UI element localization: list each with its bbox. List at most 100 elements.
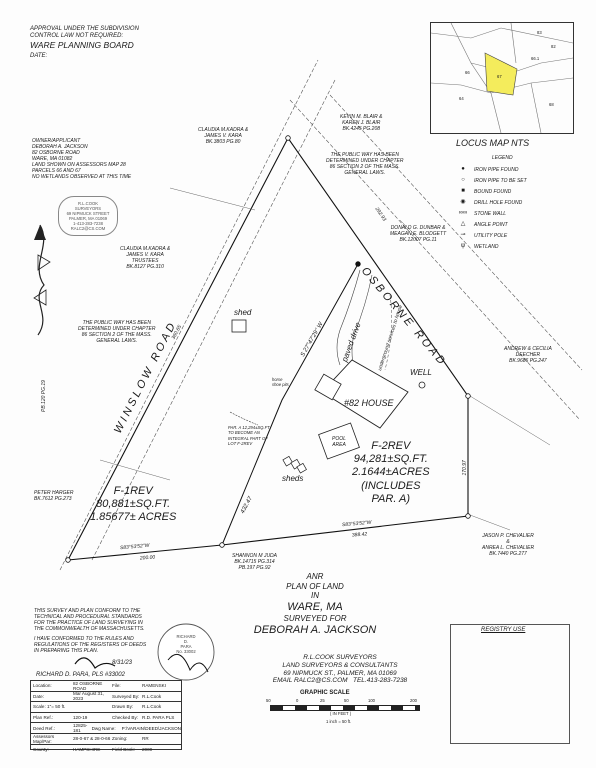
approval-date-label: DATE: [30,53,48,59]
abutter-name: SHANNON M JUDA [232,553,278,559]
stamp-line: SURVEYORS [74,206,102,212]
owner-note-line: LAND SHOWN ON ASSESSORS MAP 28 [32,162,126,168]
abutter-7: SHANNON M JUDA BK.14715 PG.314 PB.197 PG… [232,553,277,571]
abutter-ref: PB.197 PG.92 [238,565,271,571]
company-contact: EMAIL RALC2@CS.COM TEL.413-283-7238 [250,677,430,685]
stamp-line: PALMER, MA 01069 [68,216,108,222]
north-arrow [33,224,51,336]
cert-line: TECHNICAL AND PROCEDURAL STANDARDS [34,614,142,620]
approval-line-2: CONTROL LAW NOT REQUIRED: [30,33,124,39]
town-label: WARE, MA [287,600,343,613]
company-stamp-text: R.L.COOK SURVEYORS 69 NIPMUCK STREET PAL… [59,201,117,231]
scale-unit: ( IN FEET ) [330,711,352,716]
abutter-name: CLAUDIA M.KADRA & [198,127,249,133]
info-key: Location: [33,683,52,689]
dim-right-dist: 170.97 [461,460,468,476]
surveyor-name: RICHARD D. PARA, PLS #33002 [36,672,125,678]
in-label: IN [311,591,319,601]
legend-label: UTILITY POLE [474,232,508,239]
owner-notes: OWNER/APPLICANT DEBORAH A. JACKSON 82 OS… [32,138,182,180]
company-block: R.L.COOK SURVEYORS LAND SURVEYORS & CONS… [250,654,430,685]
planning-board-title: WARE PLANNING BOARD [30,40,134,50]
lot-f1: F-1REV 80,881±SQ.FT. 1.85677± ACRES [90,485,176,525]
abutter-name2: MEAGAN E. BLODGETT [390,231,447,237]
seal-line: PARA [180,644,192,650]
abutter-ref: BK.4245 PG.208 [342,126,381,132]
stamp-line: 69 NIPMUCK STREET [66,211,110,217]
legend-label: STONE WALL [474,210,507,217]
locus-label: 66.1 [531,56,540,61]
legend-label: DRILL HOLE FOUND [474,199,523,206]
locus-parcel-highlight [484,52,518,96]
owner-note-line: OWNER/APPLICANT [32,138,81,144]
legend-label: IRON PIPE TO BE SET [474,177,527,184]
seal-line: No. 33002 [176,649,196,655]
client-name: DEBORAH A. JACKSON [253,623,377,636]
abutter-name3: ANREA L. CHEVALIER [482,545,535,551]
registry-use-box: REGISTRY USE [450,624,570,744]
info-key: Plan Ref.: [33,715,54,721]
graphic-scale-title: GRAPHIC SCALE [300,690,350,696]
company-sub: LAND SURVEYORS & CONSULTANTS [282,661,398,669]
approval-block: APPROVAL UNDER THE SUBDIVISION CONTROL L… [30,22,160,68]
info-value2: R.L.Cook [142,704,162,710]
abutter-name2: JAMES V. KARA [204,133,242,139]
pool-label: POOL AREA [332,436,346,448]
note-line: THE PUBLIC WAY HAS BEEN [330,152,399,158]
abutter-ref: BK.7612 PG.273 [34,496,72,502]
legend-symbol: ■ [461,187,465,194]
locus-label: 64 [459,96,464,101]
seal-line: RICHARD [176,634,196,639]
info-value2: RR [142,736,149,742]
abutter-ref: BK.3803 PG.80 [205,139,241,145]
lot-f2-name: F-2REV [371,440,411,452]
company-stamp: R.L.COOK SURVEYORS 69 NIPMUCK STREET PAL… [58,196,118,236]
lot-f1-name: F-1REV [113,485,153,497]
owner-note-line: PARCELS 66 AND 67 [32,168,81,174]
legend-symbol: ⊸ [460,231,466,238]
lot-f2-parcel: PAR. A) [371,492,411,505]
legend-row: ∞∞STONE WALL [452,208,572,219]
abutter-1: CLAUDIA M.KADRA & JAMES V. KARA BK.3803 … [198,127,248,145]
info-key: County: [33,746,49,752]
locus-map-title: LOCUS MAP NTS [456,138,530,148]
lot-f1-area-sqft: 80,881±SQ.FT. [96,498,171,511]
abutter-name2: DEECHER [515,352,541,358]
stamp-line: 1-413-283-7238 [73,221,103,227]
info-key: Date: [33,693,44,699]
abutter-ref: BK.8127 PG.310 [126,264,164,270]
info-row: Scale: 1"= 50 ft.Drawn By:R.L.Cook [31,702,181,713]
plan-book-ref: PB.120 PG.19 [41,380,47,412]
seal-text: RICHARD D. PARA No. 33002 [168,634,204,654]
note-line: DETERMINED UNDER CHAPTER [326,158,404,164]
info-value: 82 OSBORNE ROAD [73,680,103,691]
cert-line: IN PREPARING THIS PLAN. [34,648,99,654]
stamp-line: RALC2@CS.COM [70,226,106,232]
scale-tick: 0 [296,698,299,703]
info-value: 28-0-67 & 28-0-66 [73,736,111,742]
scale-tick: 200 [410,698,417,703]
abutter-name: CLAUDIA M.KADRA & [120,246,171,252]
legend-row: ■BOUND FOUND [452,186,572,197]
info-value2: R.L.Cook [142,693,162,699]
abutter-name: DONALD G. DUNBAR & [390,225,446,231]
abutter-name2: & [506,539,510,545]
cert-line: FOR THE PRACTICE OF LAND SURVEYING IN [34,620,143,626]
legend-label: ANGLE POINT [474,221,508,228]
scale-tick: 100 [368,698,375,703]
locus-label: 66 [465,70,470,75]
locus-map: 83 82 66.1 67 66 64 68 [430,22,574,134]
info-key: Scale: 1"= 50 ft. [33,704,66,710]
cert-line: REGULATIONS OF THE REGISTERS OF DEEDS [34,642,147,648]
legend-row: ⊸ UTILITY POLE [452,230,572,241]
info-key: Deed Ref.: [33,725,55,731]
info-value2: R.D. PARA PLS [142,715,175,721]
lot-f2-area-acres: 2.1644±ACRES [352,466,430,479]
scale-ratio: 1 inch = 50 ft. [326,719,352,724]
legend: LEGEND ●IRON PIPE FOUND ○IRON PIPE TO BE… [452,155,572,252]
locus-label: 67 [497,74,502,79]
